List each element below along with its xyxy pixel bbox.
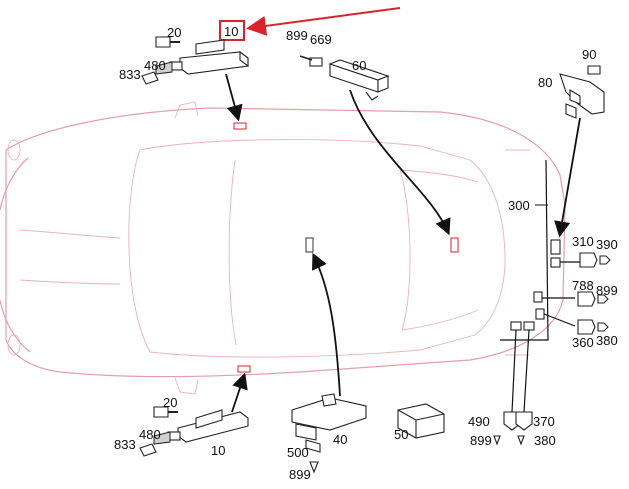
- callout-480-top: 480: [144, 58, 166, 73]
- callout-60: 60: [352, 58, 366, 73]
- callout-833-bot: 833: [114, 437, 136, 452]
- callout-500: 500: [287, 445, 309, 460]
- callout-80: 80: [538, 75, 552, 90]
- callout-899-c: 899: [289, 467, 311, 482]
- callout-40: 40: [333, 432, 347, 447]
- callout-360: 360: [572, 335, 594, 350]
- callout-833-top: 833: [119, 67, 141, 82]
- car-outline: [0, 101, 566, 395]
- antenna-module-top: [141, 36, 249, 85]
- callout-669: 669: [310, 32, 332, 47]
- callout-50: 50: [394, 427, 408, 442]
- highlight-callout-10: [219, 7, 401, 41]
- antenna-module-bottom: [139, 406, 249, 457]
- callout-90: 90: [582, 47, 596, 62]
- callout-labels: 20 10 833 480 899 669 60 90 80 300 310 3…: [114, 24, 618, 482]
- callout-310: 310: [572, 234, 594, 249]
- callout-10-bot: 10: [211, 443, 225, 458]
- module-50: [397, 403, 445, 439]
- bracket-80: [559, 65, 605, 119]
- callout-370: 370: [533, 414, 555, 429]
- harness-300: [500, 159, 580, 413]
- connector-set-bottom: [493, 411, 533, 446]
- callout-20-bot: 20: [163, 395, 177, 410]
- callout-899-d: 899: [470, 433, 492, 448]
- callout-390: 390: [596, 237, 618, 252]
- callout-380-a: 380: [596, 333, 618, 348]
- callout-20-top: 20: [167, 25, 181, 40]
- callout-480-bot: 480: [139, 427, 161, 442]
- callout-10-top: 10: [224, 24, 238, 39]
- callout-490: 490: [468, 414, 490, 429]
- module-60: [299, 55, 390, 101]
- module-40: [291, 393, 367, 474]
- callout-899-b: 899: [596, 283, 618, 298]
- callout-380-b: 380: [534, 433, 556, 448]
- callout-899-a: 899: [286, 28, 308, 43]
- callout-788: 788: [572, 278, 594, 293]
- callout-300: 300: [508, 198, 530, 213]
- connector-set-right: [577, 252, 611, 335]
